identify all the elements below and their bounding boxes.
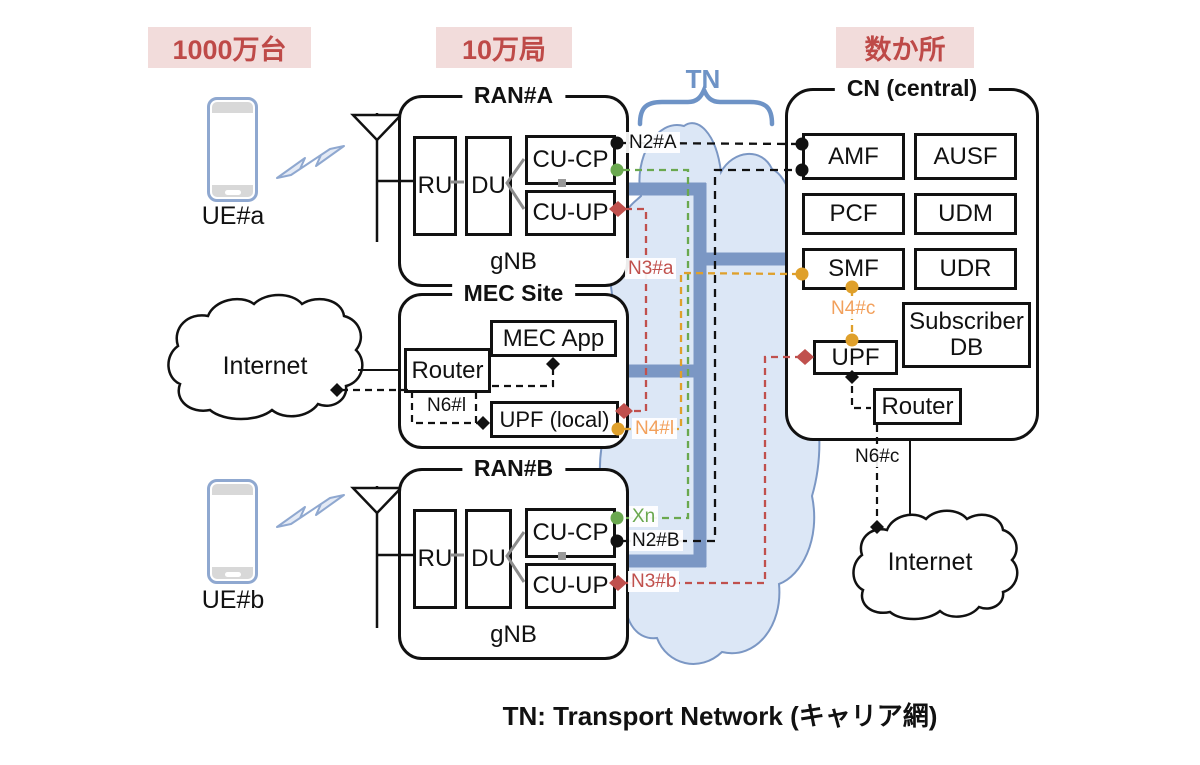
- n2b-line: [623, 168, 800, 543]
- n6-endpoints: [330, 357, 884, 534]
- ue-a-phone-icon: [207, 97, 258, 202]
- ran-scale-badge: 10万局: [436, 27, 572, 68]
- ran-a-cucp-box: CU-CP: [525, 135, 616, 185]
- ran-a-cuup-box: CU-UP: [525, 190, 616, 236]
- tn-caption: TN: Transport Network (キャリア網): [502, 701, 938, 731]
- tn-transport-lines: [623, 182, 786, 568]
- n4l-line: [624, 271, 797, 431]
- ran-b-gnb-label: gNB: [490, 621, 537, 648]
- cn-udr-box: UDR: [914, 248, 1017, 290]
- phone-speaker-bar: [212, 484, 253, 495]
- internet-cloud-left: [167, 293, 364, 421]
- n3b-line: [625, 355, 797, 585]
- mec-site-group: MEC Site MEC App Router UPF (local): [398, 280, 629, 449]
- n6l-label: N6#l: [424, 395, 470, 416]
- internet-right-label: Internet: [887, 548, 973, 576]
- ran-a-gnb-label: gNB: [490, 248, 537, 275]
- ran-b-ru-box: RU: [413, 509, 457, 609]
- radio-bolt-icon-a: [276, 145, 345, 179]
- n3b-label: N3#b: [628, 571, 680, 592]
- cn-upf-box: UPF: [813, 340, 898, 375]
- internet-cloud-right: [852, 509, 1019, 621]
- n4l-label: N4#l: [632, 418, 678, 439]
- n4c-label: N4#c: [828, 298, 879, 319]
- ran-b-cucp-box: CU-CP: [525, 508, 616, 558]
- ran-b-cuup-box: CU-UP: [525, 563, 616, 609]
- antenna-icon-a: [350, 113, 404, 242]
- mec-router-box: Router: [404, 348, 491, 393]
- tn-label: TN: [685, 64, 721, 94]
- cn-udm-box: UDM: [914, 193, 1017, 235]
- cn-group: CN (central) AMF AUSF PCF UDM SMF UDR Su…: [785, 75, 1039, 441]
- mec-upf-local-box: UPF (local): [490, 401, 619, 438]
- e1-square-b: [558, 552, 566, 560]
- n2b-label: N2#B: [629, 530, 683, 551]
- tn-brace: [637, 84, 775, 127]
- cn-subscriber-db-box: Subscriber DB: [902, 302, 1031, 368]
- ue-a-label: UE#a: [201, 202, 265, 230]
- cn-amf-box: AMF: [802, 133, 905, 180]
- cn-ausf-box: AUSF: [914, 133, 1017, 180]
- gnb-internal-links-b: [451, 531, 526, 583]
- n3a-label: N3#a: [625, 258, 677, 279]
- ran-b-title: RAN#B: [461, 455, 566, 483]
- xn-endpoints: [610, 163, 624, 525]
- xn-line: [623, 168, 690, 520]
- n2a-label: N2#A: [626, 132, 680, 153]
- ue-b-phone-icon: [207, 479, 258, 584]
- ran-b-group: RAN#B RU DU CU-CP CU-UP gNB: [398, 455, 629, 660]
- n4-interfaces: [624, 271, 854, 431]
- mec-site-title: MEC Site: [451, 280, 576, 308]
- radio-bolt-icon-b: [276, 494, 345, 528]
- n3-interfaces: [625, 207, 797, 585]
- internet-left-label: Internet: [222, 352, 308, 380]
- n6c-label: N6#c: [852, 446, 903, 467]
- cn-pcf-box: PCF: [802, 193, 905, 235]
- n3a-line: [625, 207, 648, 413]
- e1-square-a: [558, 179, 566, 187]
- phone-home-button: [224, 190, 241, 195]
- cn-internal-dashed: [850, 374, 879, 524]
- router-mecapp-line: [489, 368, 555, 388]
- cn-title: CN (central): [834, 75, 990, 103]
- n6l-line: [341, 388, 477, 425]
- n4-endpoints: [611, 267, 859, 436]
- gnb-internal-links-a: [451, 158, 526, 210]
- ue-b-label: UE#b: [201, 586, 265, 614]
- n2-endpoints: [610, 136, 809, 548]
- n3-endpoints: [609, 201, 814, 591]
- ue-scale-badge: 1000万台: [148, 27, 311, 68]
- antenna-icon-b: [350, 486, 404, 628]
- phone-home-button: [224, 572, 241, 577]
- xn-label: Xn: [629, 506, 659, 527]
- cn-router-box: Router: [873, 388, 962, 425]
- ran-a-title: RAN#A: [461, 82, 566, 110]
- phone-speaker-bar: [212, 102, 253, 113]
- ran-a-ru-box: RU: [413, 136, 457, 236]
- cn-scale-badge: 数か所: [836, 27, 974, 68]
- mec-internal-dashed: [341, 368, 555, 425]
- mec-app-box: MEC App: [490, 320, 617, 357]
- n2-interfaces: [622, 141, 801, 543]
